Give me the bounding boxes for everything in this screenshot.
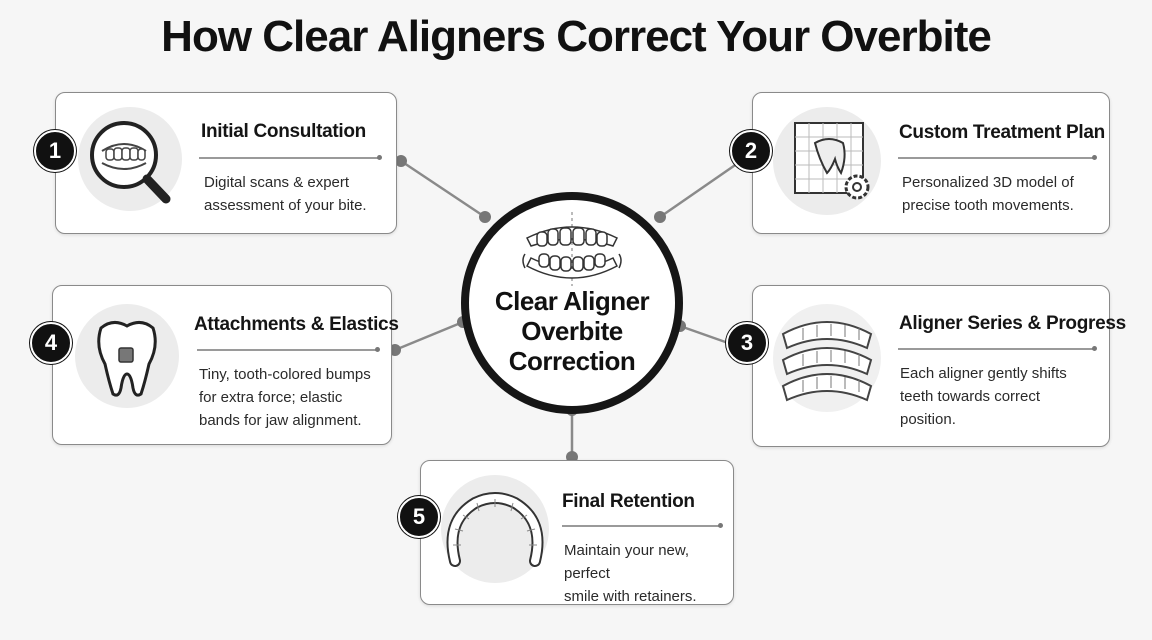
title-divider xyxy=(898,155,1097,160)
step-title: Aligner Series & Progress xyxy=(899,313,1126,334)
blueprint-tooth-gear-icon xyxy=(773,107,881,215)
magnifier-teeth-icon xyxy=(78,107,182,211)
center-label: Clear Aligner Overbite Correction xyxy=(494,286,650,376)
step-number-badge: 3 xyxy=(726,322,768,364)
title-divider xyxy=(898,346,1097,351)
step-card-initial-consultation: Initial Consultation Digital scans & exp… xyxy=(55,92,397,234)
stacked-aligners-icon xyxy=(773,304,881,412)
page-title: How Clear Aligners Correct Your Overbite xyxy=(161,12,992,61)
step-title: Initial Consultation xyxy=(201,121,366,142)
step-description: Tiny, tooth-colored bumps for extra forc… xyxy=(199,366,371,429)
title-divider xyxy=(562,523,723,528)
step-title: Attachments & Elastics xyxy=(194,314,399,335)
step-number-badge: 4 xyxy=(30,322,72,364)
step-number-badge: 5 xyxy=(398,496,440,538)
step-description: Digital scans & expert assessment of you… xyxy=(204,174,367,214)
step-description: Maintain your new, perfect smile with re… xyxy=(564,542,697,605)
retainer-icon xyxy=(441,475,549,583)
step-number-badge: 1 xyxy=(34,130,76,172)
step-card-aligner-series: Aligner Series & Progress Each aligner g… xyxy=(752,285,1126,447)
tooth-attachment-icon xyxy=(75,304,179,408)
title-divider xyxy=(197,347,380,352)
step-number-badge: 2 xyxy=(730,130,772,172)
center-hub: Clear Aligner Overbite Correction xyxy=(461,192,683,414)
step-card-final-retention: Final Retention Maintain your new, perfe… xyxy=(420,460,734,605)
step-card-custom-treatment-plan: Custom Treatment Plan Personalized 3D mo… xyxy=(752,92,1110,234)
step-description: Personalized 3D model of precise tooth m… xyxy=(902,174,1074,214)
step-description: Each aligner gently shifts teeth towards… xyxy=(900,365,1067,428)
step-title: Custom Treatment Plan xyxy=(899,122,1105,143)
step-card-attachments-elastics: Attachments & Elastics Tiny, tooth-color… xyxy=(52,285,399,445)
step-title: Final Retention xyxy=(562,491,695,512)
title-divider xyxy=(199,155,382,160)
aligner-teeth-icon xyxy=(522,212,622,286)
